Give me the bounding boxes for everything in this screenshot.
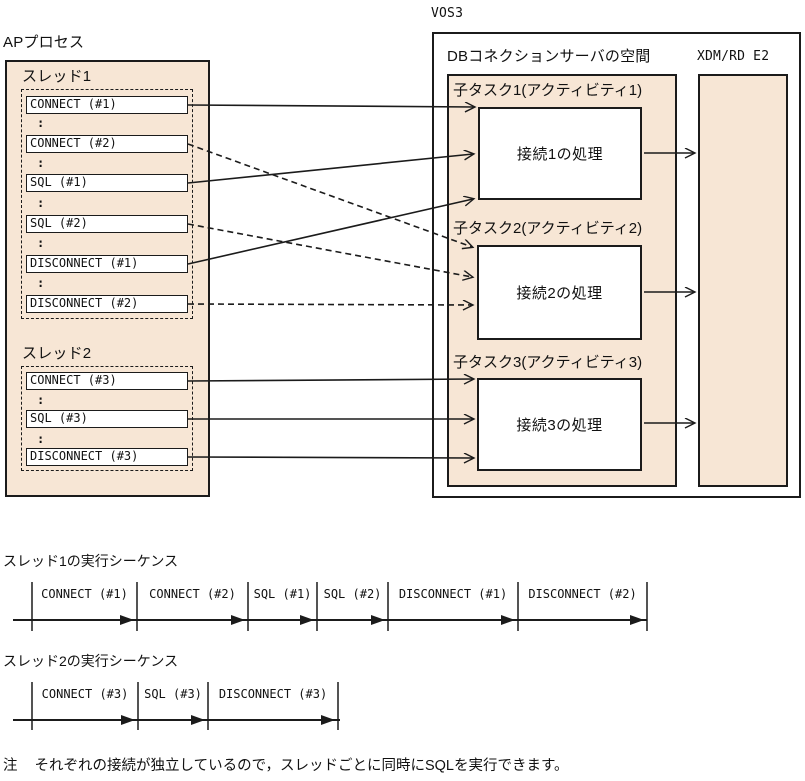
footnote-prefix: 注 bbox=[3, 758, 18, 774]
ellipsis-colon: : bbox=[37, 196, 45, 210]
ellipsis-colon: : bbox=[37, 116, 45, 130]
thread2-label: スレッド2 bbox=[22, 345, 92, 362]
command-box-sql-3: SQL (#3) bbox=[26, 410, 188, 428]
ellipsis-colon: : bbox=[37, 276, 45, 290]
sequence2-segment-label: DISCONNECT (#3) bbox=[218, 687, 328, 701]
thread2-connection-arrows bbox=[187, 379, 473, 458]
ellipsis-colon: : bbox=[37, 236, 45, 250]
command-box-disconnect-1: DISCONNECT (#1) bbox=[26, 255, 188, 273]
sequence1-segment-label: SQL (#1) bbox=[253, 587, 312, 601]
xdm-box bbox=[698, 74, 788, 487]
sequence2-title: スレッド2の実行シーケンス bbox=[3, 653, 179, 669]
command-box-sql-1: SQL (#1) bbox=[26, 174, 188, 192]
process2-box: 接続2の処理 bbox=[477, 245, 642, 340]
vos3-label: VOS3 bbox=[431, 6, 464, 21]
process1-box: 接続1の処理 bbox=[478, 107, 642, 200]
task2-label: 子タスク2(アクティビティ2) bbox=[453, 220, 643, 237]
sequence2-segment-label: SQL (#3) bbox=[144, 687, 202, 701]
sequence1-title: スレッド1の実行シーケンス bbox=[3, 553, 179, 569]
ellipsis-colon: : bbox=[37, 393, 45, 407]
footnote-text: それぞれの接続が独立しているので，スレッドごとに同時にSQLを実行できます。 bbox=[34, 758, 569, 774]
sequence1-segment-label: SQL (#2) bbox=[323, 587, 382, 601]
sequence1-segment-label: CONNECT (#2) bbox=[149, 587, 236, 601]
command-box-sql-2: SQL (#2) bbox=[26, 215, 188, 233]
db-space-label: DBコネクションサーバの空間 bbox=[447, 48, 651, 65]
sequence1-segment-label: CONNECT (#1) bbox=[41, 587, 128, 601]
command-box-connect-1: CONNECT (#1) bbox=[26, 96, 188, 114]
ellipsis-colon: : bbox=[37, 432, 45, 446]
task3-label: 子タスク3(アクティビティ3) bbox=[453, 354, 643, 371]
xdm-label: XDM/RD E2 bbox=[697, 49, 770, 64]
command-box-disconnect-3: DISCONNECT (#3) bbox=[26, 448, 188, 466]
sequence1-segment-label: DISCONNECT (#1) bbox=[398, 587, 508, 601]
command-box-disconnect-2: DISCONNECT (#2) bbox=[26, 295, 188, 313]
thread1-group-box bbox=[21, 89, 193, 319]
sequence2-segment-label: CONNECT (#3) bbox=[41, 687, 129, 701]
task1-label: 子タスク1(アクティビティ1) bbox=[453, 82, 643, 99]
ap-process-label: APプロセス bbox=[3, 34, 85, 51]
footnote: 注それぞれの接続が独立しているので，スレッドごとに同時にSQLを実行できます。 bbox=[3, 754, 569, 775]
command-box-connect-3: CONNECT (#3) bbox=[26, 372, 188, 390]
command-box-connect-2: CONNECT (#2) bbox=[26, 135, 188, 153]
ellipsis-colon: : bbox=[37, 156, 45, 170]
thread1-label: スレッド1 bbox=[22, 68, 92, 85]
process3-box: 接続3の処理 bbox=[477, 378, 642, 471]
sequence1-segment-label: DISCONNECT (#2) bbox=[528, 587, 637, 601]
